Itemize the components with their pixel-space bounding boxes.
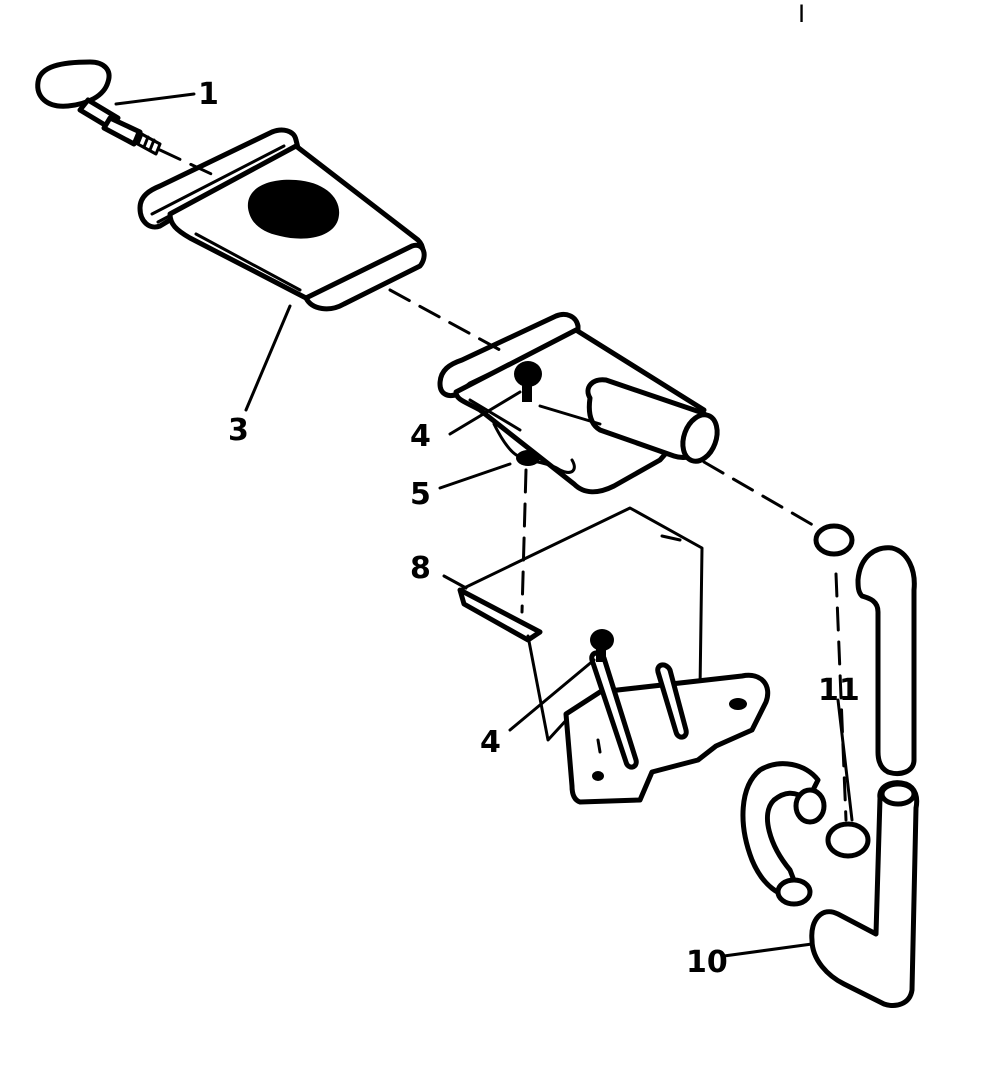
dash-cover-body — [388, 288, 502, 352]
page-mark: I — [798, 0, 805, 28]
callout-4-upper: 4 — [410, 419, 431, 454]
spring-clip-eye — [516, 450, 540, 466]
dash-screw-bracket — [520, 468, 528, 614]
knob-collar — [101, 115, 143, 147]
upper-screw-part — [514, 361, 542, 402]
spring-clip-part — [492, 422, 576, 474]
bracket-hole-right — [729, 698, 747, 710]
callout-5: 5 — [410, 477, 431, 512]
bracket-slot-right — [655, 662, 689, 740]
callout-3: 3 — [228, 413, 249, 448]
upper-screw-shank — [522, 384, 532, 402]
cover-edge-line — [194, 232, 302, 292]
bracket-tick — [596, 738, 602, 754]
upper-screw-head — [514, 361, 542, 387]
bracket-side-edge — [526, 634, 572, 742]
ring-lower — [825, 821, 871, 859]
leader-8 — [442, 574, 468, 590]
bracket-slot-left — [589, 650, 639, 770]
bracket-upper-outline — [458, 506, 704, 692]
bracket-tab — [457, 587, 543, 643]
leader-1 — [114, 92, 196, 106]
bracket-part — [457, 506, 771, 805]
dash-knob-cover — [158, 148, 222, 180]
callout-11: 11 — [818, 673, 860, 708]
spring-clip-wire — [492, 422, 576, 474]
cover-part — [137, 127, 427, 312]
callout-labels: 1 3 4 5 8 4 11 10 — [198, 77, 860, 980]
knob-thread — [132, 130, 162, 156]
callout-1: 1 — [198, 77, 219, 112]
knob-part — [35, 59, 162, 156]
tube-lower-opening — [775, 877, 813, 907]
tube-part — [740, 545, 920, 1008]
valve-outlet-opening — [680, 412, 720, 464]
lower-screw-part — [590, 629, 614, 662]
cover-bottom-lip — [303, 242, 427, 312]
assembly-lines — [158, 148, 848, 822]
valve-body-edge — [468, 398, 602, 432]
ring-parts — [813, 523, 871, 859]
bracket-mark — [660, 534, 682, 542]
callout-10: 10 — [686, 945, 728, 980]
bracket-hole-lower — [592, 771, 604, 781]
leader-11 — [836, 698, 854, 822]
leader-3 — [244, 304, 292, 412]
dash-body-ring — [702, 460, 820, 530]
dash-ring-tube — [834, 572, 848, 822]
leader-5 — [438, 462, 512, 490]
lower-screw-shank — [596, 648, 606, 662]
callout-8: 8 — [410, 551, 431, 586]
leader-4-lower — [508, 658, 596, 732]
leader-lines — [114, 92, 854, 958]
callout-4-lower: 4 — [480, 725, 501, 760]
tube-elbow-left — [740, 761, 821, 900]
tube-upper-section — [855, 545, 917, 776]
valve-body-rim — [437, 311, 581, 399]
tube-elbow-opening — [793, 787, 827, 825]
knob-handle — [35, 59, 112, 109]
ring-upper — [813, 523, 855, 557]
leader-10 — [722, 942, 814, 958]
tube-top-opening — [879, 781, 917, 807]
cover-label-mark — [247, 179, 340, 239]
lower-screw-head — [590, 629, 614, 651]
leader-4-upper — [448, 390, 522, 436]
tube-vertical-section — [809, 780, 920, 1008]
